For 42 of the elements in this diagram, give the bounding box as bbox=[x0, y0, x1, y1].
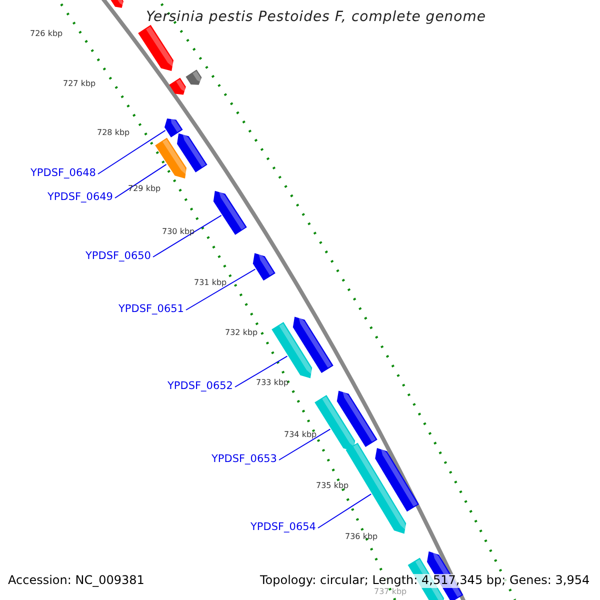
tick-label: 736 kbp bbox=[345, 532, 378, 542]
leader-line bbox=[186, 268, 256, 310]
tick-label: 733 kbp bbox=[256, 378, 289, 388]
tick-label: 726 kbp bbox=[30, 29, 63, 38]
gene-feature bbox=[336, 390, 378, 447]
gene-label: YPDSF_0650 bbox=[85, 250, 151, 262]
tick-label: 728 kbp bbox=[97, 128, 130, 138]
gene-label: YPDSF_0649 bbox=[47, 191, 113, 204]
gene-feature bbox=[252, 252, 276, 281]
gene-label: YPDSF_0654 bbox=[250, 521, 316, 534]
gene-feature bbox=[177, 132, 208, 172]
gene-feature bbox=[272, 322, 313, 378]
gene-feature bbox=[164, 117, 183, 138]
gene-feature bbox=[213, 190, 247, 235]
tick-label: 732 kbp bbox=[225, 328, 258, 338]
leader-line bbox=[234, 356, 288, 388]
gene-feature bbox=[186, 70, 202, 85]
gene-label: YPDSF_0648 bbox=[30, 167, 96, 180]
tick-label: 737 kbp bbox=[374, 587, 407, 596]
gene-feature bbox=[375, 447, 419, 512]
gene-feature bbox=[110, 0, 124, 8]
tick-label: 731 kbp bbox=[194, 278, 227, 288]
gene-label: YPDSF_0652 bbox=[167, 380, 233, 392]
gene-feature bbox=[169, 78, 186, 95]
tick-label: 729 kbp bbox=[128, 184, 161, 194]
gene-feature bbox=[292, 316, 334, 373]
title: Yersinia pestis Pestoides F, complete genome bbox=[146, 9, 486, 26]
tick-label: 734 kbp bbox=[284, 430, 317, 440]
leader-line bbox=[152, 214, 222, 258]
tick-label: 730 kbp bbox=[162, 227, 195, 236]
gene-label: YPDSF_0651 bbox=[118, 303, 184, 316]
gene-feature bbox=[138, 24, 174, 71]
leader-line bbox=[98, 130, 166, 174]
tick-label: 727 kbp bbox=[63, 79, 96, 88]
leader-line bbox=[278, 428, 331, 460]
gene-feature bbox=[155, 138, 188, 178]
gene-feature bbox=[314, 395, 356, 452]
leader-line bbox=[114, 164, 167, 198]
gene-label: YPDSF_0653 bbox=[211, 453, 277, 466]
footer-text: Accession: NC_009381 bbox=[8, 574, 144, 588]
tick-label: 735 kbp bbox=[316, 481, 349, 490]
leader-line bbox=[318, 494, 372, 528]
